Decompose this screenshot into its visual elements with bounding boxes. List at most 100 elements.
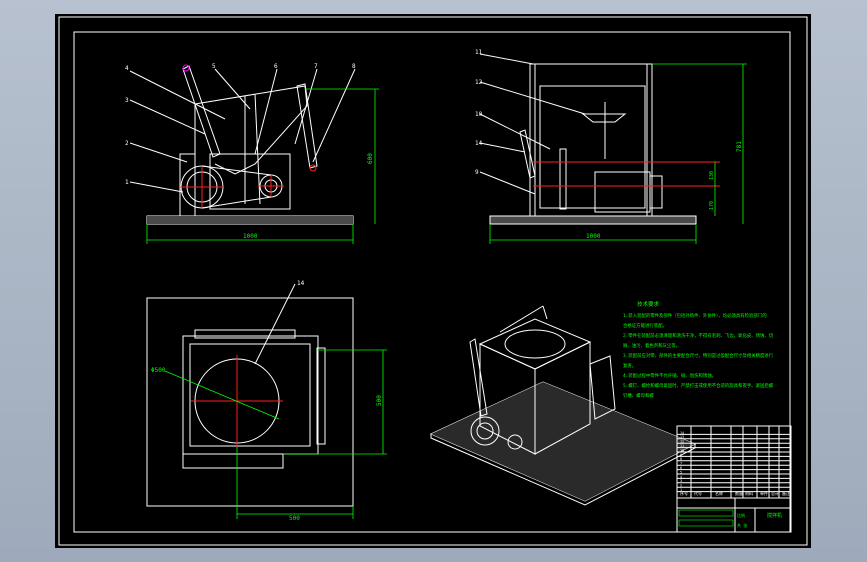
iso-drum-top bbox=[504, 329, 566, 359]
side-balloon-12: 12 bbox=[475, 79, 483, 86]
tb-green-2 bbox=[678, 519, 734, 527]
bom-row-label: 11 bbox=[680, 444, 684, 448]
side-view: 11 12 10 14 9 1000 781 130 170 bbox=[475, 49, 747, 244]
iso-motor bbox=[589, 355, 616, 420]
iso-box-top bbox=[478, 318, 592, 370]
bom-grid bbox=[677, 426, 791, 498]
iso-handle bbox=[469, 338, 488, 417]
top-box-inner bbox=[189, 343, 311, 447]
tb-header-7: 总计 bbox=[771, 490, 779, 496]
side-pulley bbox=[559, 148, 567, 210]
side-balloon-9: 9 bbox=[475, 169, 479, 176]
front-belt-top bbox=[201, 165, 272, 176]
tb-drawing-name: 搅拌机 bbox=[767, 512, 782, 519]
side-motor-end bbox=[649, 175, 663, 209]
bom-row-label: 7 bbox=[680, 462, 682, 466]
notes-line-4: 屑、油污、着色剂和灰尘等。 bbox=[623, 342, 680, 349]
notes-title: 技术要求 bbox=[637, 300, 660, 308]
front-base-fill bbox=[147, 216, 353, 224]
side-balloon-10: 10 bbox=[475, 111, 483, 118]
bom-row-label: 1 bbox=[680, 488, 682, 492]
tb-header-8: 备注 bbox=[782, 490, 790, 496]
bom-row-label: 8 bbox=[680, 457, 682, 461]
tb-green-1 bbox=[678, 509, 734, 517]
side-leaders bbox=[479, 53, 586, 195]
iso-box-side bbox=[534, 341, 591, 455]
tb-scale-label: 比例 bbox=[737, 512, 745, 518]
front-balloon-3: 3 bbox=[125, 97, 129, 104]
notes-line-1: 1.装入装配的零件及部件（包括外购件、外协件），均必须具有检验部门的 bbox=[623, 312, 767, 319]
top-view: Φ500 14 500 500 bbox=[146, 280, 387, 522]
top-dim-height: 500 bbox=[376, 395, 383, 406]
side-dim-height: 781 bbox=[736, 141, 743, 152]
title-block-box bbox=[676, 497, 792, 533]
front-balloon-5: 5 bbox=[212, 63, 216, 70]
bom-row-label: 13 bbox=[680, 435, 684, 439]
iso-pulley-inner bbox=[476, 422, 494, 440]
front-balloon-1: 1 bbox=[125, 179, 129, 186]
iso-base-edge bbox=[430, 434, 696, 506]
drawing-sheet: 4 3 2 1 5 6 7 8 1000 600 bbox=[58, 16, 808, 546]
notes-line-3: 2.零件在装配前必须清理和清洗干净，不得有毛刺、飞边、氧化皮、锈蚀、切 bbox=[623, 332, 774, 339]
side-dim-sub1: 130 bbox=[709, 171, 715, 180]
side-dim-width: 1000 bbox=[586, 233, 601, 240]
iso-pulley-small bbox=[507, 434, 523, 450]
front-balloon-2: 2 bbox=[125, 140, 129, 147]
front-handle-left bbox=[182, 65, 221, 158]
top-dia-leader bbox=[164, 370, 280, 420]
front-handle-knob bbox=[182, 64, 190, 72]
bom-row-label: 9 bbox=[680, 453, 682, 457]
top-dim-width: 500 bbox=[289, 515, 300, 522]
drawing-canvas[interactable]: 4 3 2 1 5 6 7 8 1000 600 bbox=[55, 14, 811, 548]
tb-header-3: 名称 bbox=[715, 490, 723, 496]
front-dim-width: 1000 bbox=[243, 233, 258, 240]
notes-line-5: 3.装配前应对零、部件的主要配合尺寸，特别是过盈配合尺寸及相关精度进行 bbox=[623, 352, 774, 359]
front-frame-bar3 bbox=[254, 93, 261, 205]
top-frame-bottom bbox=[182, 453, 284, 469]
tb-header-5: 材料 bbox=[745, 490, 753, 496]
iso-frame-2 bbox=[542, 305, 548, 320]
bom-row-label: 14 bbox=[680, 431, 684, 435]
technical-notes: 技术要求 1.装入装配的零件及部件（包括外购件、外协件），均必须具有检验部门的 … bbox=[623, 300, 774, 399]
iso-frame-1 bbox=[499, 305, 544, 333]
front-dim-height: 600 bbox=[367, 153, 374, 164]
side-motor bbox=[594, 171, 651, 213]
front-balloon-8: 8 bbox=[352, 63, 356, 70]
front-leaders bbox=[129, 68, 356, 193]
front-balloon-6: 6 bbox=[274, 63, 278, 70]
notes-line-8: 5.螺钉、螺栓和螺母紧固时，严禁打击或使用不合适的旋具和扳手。紧固后螺 bbox=[623, 382, 774, 389]
side-dim-sub2: 170 bbox=[709, 201, 715, 210]
top-motor bbox=[316, 347, 326, 445]
top-frame-top bbox=[194, 329, 296, 339]
top-balloon-14: 14 bbox=[297, 280, 305, 287]
sheet-inner-border bbox=[73, 31, 791, 533]
notes-line-2: 合格证方能进行装配。 bbox=[623, 322, 667, 329]
top-outline bbox=[146, 297, 354, 507]
side-frame-outer bbox=[529, 63, 653, 217]
tb-header-6: 单件 bbox=[760, 490, 768, 496]
side-base-fill bbox=[490, 216, 696, 224]
notes-line-6: 复查。 bbox=[623, 362, 636, 369]
bom-row-label: 6 bbox=[680, 466, 682, 470]
front-frame bbox=[179, 153, 196, 216]
side-mixer-head bbox=[581, 113, 627, 123]
tb-header-4: 数量 bbox=[735, 490, 743, 496]
bom-row-label: 2 bbox=[680, 484, 682, 488]
side-balloon-14: 14 bbox=[475, 140, 483, 147]
front-view: 4 3 2 1 5 6 7 8 1000 600 bbox=[125, 63, 379, 244]
front-belt-bottom bbox=[201, 196, 272, 209]
iso-base-plate-fill bbox=[431, 382, 695, 501]
bom-row-label: 10 bbox=[680, 448, 684, 452]
top-balloon-leader bbox=[254, 283, 296, 365]
side-balloon-11: 11 bbox=[475, 49, 483, 56]
iso-pulley bbox=[470, 416, 500, 446]
front-handle-knob2 bbox=[309, 164, 317, 172]
front-box bbox=[209, 153, 291, 210]
notes-line-9: 钉槽、螺母和螺 bbox=[623, 392, 654, 399]
tb-sheet-label: 共 张 bbox=[737, 522, 747, 528]
top-box bbox=[182, 335, 319, 455]
isometric-view bbox=[429, 305, 697, 506]
